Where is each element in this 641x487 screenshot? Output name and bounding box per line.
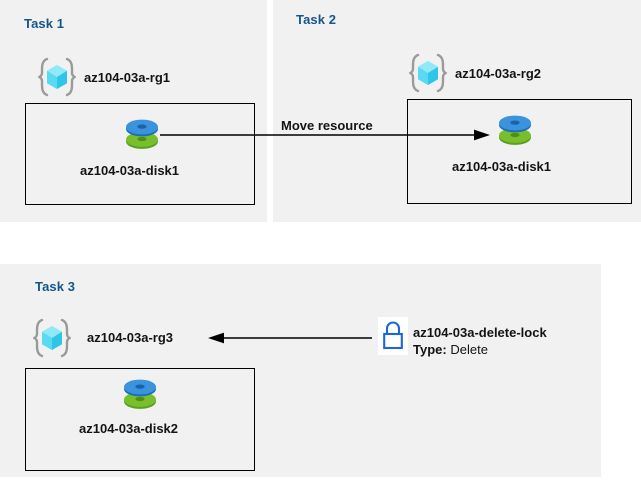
- padlock-icon: [378, 317, 408, 355]
- task-3-resource-label: az104-03a-disk2: [79, 421, 179, 436]
- task-2-resource-box: [407, 99, 632, 204]
- task-2-title: Task 2: [296, 12, 337, 27]
- task-1-resource-box: [25, 103, 255, 205]
- task-1-rg-label: az104-03a-rg1: [84, 70, 170, 85]
- task-3-panel: [0, 264, 601, 477]
- resource-group-icon: [37, 56, 77, 98]
- task-1-resource-label: az104-03a-disk1: [80, 163, 180, 178]
- managed-disk-icon: [496, 112, 534, 148]
- task-3-rg-label: az104-03a-rg3: [87, 330, 173, 345]
- task-2-rg-label: az104-03a-rg2: [455, 66, 541, 81]
- task-3-title: Task 3: [35, 279, 76, 294]
- task-2-resource-label: az104-03a-disk1: [452, 159, 552, 174]
- managed-disk-icon: [123, 116, 161, 152]
- resource-group-icon: [408, 52, 448, 94]
- task-1-panel: [0, 0, 267, 222]
- move-resource-arrow: [160, 129, 490, 141]
- task-3-lock-label: az104-03a-delete-lock: [413, 325, 547, 340]
- task-2-panel: [273, 0, 641, 222]
- task-3-resource-box: [25, 368, 255, 471]
- task-1-title: Task 1: [24, 16, 65, 31]
- managed-disk-icon: [121, 376, 159, 412]
- lock-type-key: Type:: [413, 342, 447, 357]
- resource-group-icon: [32, 317, 72, 359]
- move-resource-label: Move resource: [278, 118, 376, 133]
- lock-type-value: Delete: [450, 342, 488, 357]
- task-3-lock-type: Type: Delete: [413, 342, 488, 357]
- lock-assignment-arrow: [208, 332, 372, 344]
